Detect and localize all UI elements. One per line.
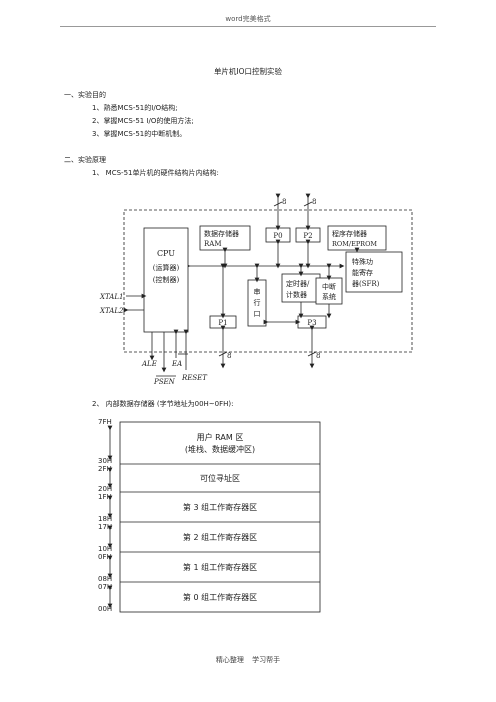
sfr-label-1: 特殊功 (352, 257, 373, 266)
interrupt-label-1: 中断 (322, 282, 336, 291)
reset-pin-label: RESET (181, 374, 208, 382)
user-ram-sublabel: (堆栈、数据缓冲区) (185, 444, 255, 454)
addr-18h: 18H (98, 515, 112, 523)
addr-2fh: 2FH (98, 465, 112, 473)
bit-addressable-label: 可位寻址区 (200, 473, 240, 483)
user-ram-label: 用户 RAM 区 (197, 432, 244, 442)
rom-label-2: ROM/EPROM (332, 240, 377, 248)
timer-label-1: 定时器/ (286, 279, 310, 288)
xtal1-label: XTAL1 (99, 293, 123, 301)
cpu-sub1-label: (运算器) (153, 263, 180, 272)
principle-item-1: 1、 MCS-51单片机的硬件结构片内结构: (92, 169, 219, 177)
p1-label: P1 (218, 319, 227, 327)
sfr-label-3: 器(SFR) (352, 280, 380, 288)
p0-bus-width: 8 (282, 198, 286, 206)
section1-heading: 一、实验目的 (64, 91, 106, 99)
section2-heading: 二、实验原理 (64, 156, 106, 164)
rom-label-1: 程序存储器 (332, 229, 367, 238)
p3-bus-width: 8 (316, 352, 320, 360)
p2-bus-width: 8 (312, 198, 316, 206)
addr-10h: 10H (98, 545, 112, 553)
addr-00h: 00H (98, 605, 112, 613)
page-footer: 精心整理 学习帮手 (0, 655, 496, 665)
p1-bus-width: 8 (227, 352, 231, 360)
document-title: 单片机IO口控制实验 (213, 67, 283, 76)
bank3-label: 第 3 组工作寄存器区 (183, 502, 257, 512)
serial-label-3: 口 (254, 310, 261, 318)
sfr-label-2: 能寄存 (352, 268, 373, 277)
addr-0fh: 0FH (98, 553, 112, 561)
sfr-block (345, 251, 403, 293)
principle-item-2: 2、 内部数据存储器 (字节地址为00H~0FH): (92, 400, 234, 408)
objective-item-3: 3、掌握MCS-51的中断机制。 (92, 130, 187, 138)
addr-1fh: 1FH (98, 493, 112, 501)
footer-right-text: 学习帮手 (252, 656, 281, 664)
footer-left-text: 精心整理 (215, 656, 244, 664)
serial-label-2: 行 (254, 298, 261, 307)
p0-label: P0 (273, 232, 282, 240)
addr-30h: 30H (98, 457, 112, 465)
p2-label: P2 (303, 232, 312, 240)
addr-20h: 20H (98, 485, 112, 493)
interrupt-label-2: 系统 (322, 292, 336, 301)
mcs51-structure-diagram: CPU (运算器) (控制器) 数据存储器 RAM P0 P2 8 8 程序存储… (99, 193, 413, 386)
bank0-label: 第 0 组工作寄存器区 (183, 592, 257, 602)
p3-label: P3 (307, 319, 316, 327)
header-divider (60, 26, 436, 27)
xtal2-label: XTAL2 (99, 307, 124, 315)
objective-item-2: 2、掌握MCS-51 I/O的使用方法; (92, 117, 194, 125)
cpu-sub2-label: (控制器) (153, 275, 180, 284)
timer-block (281, 273, 321, 303)
ram-label-1: 数据存储器 (204, 229, 239, 238)
addr-7fh: 7FH (98, 418, 112, 426)
ram-label-2: RAM (204, 240, 222, 248)
serial-label-1: 串 (254, 288, 261, 296)
addr-17h: 17H (98, 523, 112, 531)
addr-07h: 07H (98, 583, 112, 591)
ram-block (199, 225, 251, 251)
cpu-block (143, 227, 189, 333)
psen-pin-label: PSEN (153, 378, 176, 386)
ale-pin-label: ALE (141, 360, 157, 368)
cpu-label: CPU (157, 249, 175, 258)
bank1-label: 第 1 组工作寄存器区 (183, 562, 257, 572)
objective-item-1: 1、熟悉MCS-51的I/O结构; (92, 104, 178, 112)
ram-map-frame (119, 421, 321, 613)
timer-label-2: 计数器 (286, 290, 307, 299)
page-header: word完美格式 (225, 15, 271, 23)
internal-ram-map: 7FH 30H 2FH 20H 1FH 18H 17H 10H 0FH 08H … (98, 418, 321, 613)
bank2-label: 第 2 组工作寄存器区 (183, 532, 257, 542)
ea-pin-label: EA (171, 360, 182, 368)
addr-08h: 08H (98, 575, 112, 583)
rom-block (327, 225, 387, 251)
